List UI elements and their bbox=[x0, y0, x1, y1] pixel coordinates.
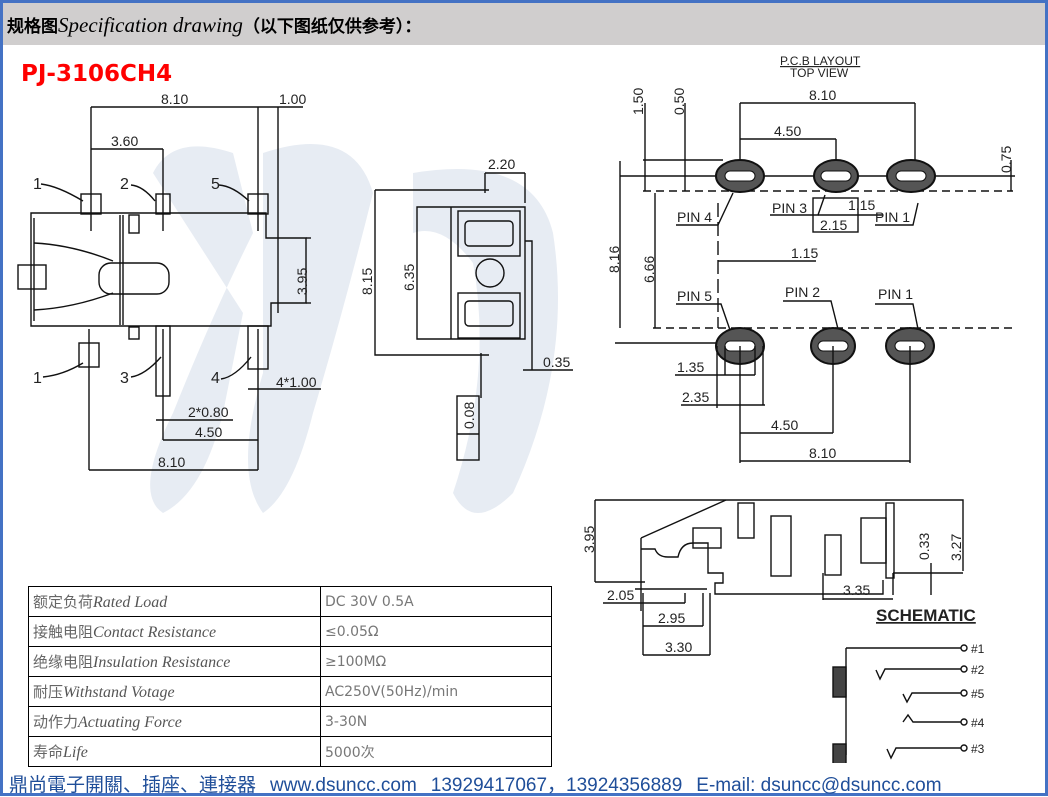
pin-label: PIN 5 bbox=[677, 288, 712, 304]
dim-label: 6.66 bbox=[641, 256, 657, 283]
pin-label: 5 bbox=[211, 176, 220, 193]
pin-label: PIN 3 bbox=[772, 200, 807, 216]
dim-label: 4.50 bbox=[771, 417, 798, 433]
dim-label: 6.35 bbox=[401, 264, 417, 291]
dim-label: 0.35 bbox=[543, 354, 570, 370]
dim-label: 3.30 bbox=[665, 639, 692, 655]
front-view-dim-labels: 2.20 8.15 6.35 0.35 0.08 bbox=[359, 156, 570, 429]
footer-email-link[interactable]: E-mail: dsuncc@dsuncc.com bbox=[696, 775, 942, 796]
watermark-logo bbox=[150, 144, 558, 514]
dim-label: 1.50 bbox=[630, 88, 646, 115]
schematic-pin-label: #3 bbox=[971, 742, 985, 756]
dim-label: 4*1.00 bbox=[276, 374, 317, 390]
pin-label: 1 bbox=[33, 370, 42, 387]
front-view bbox=[374, 172, 573, 461]
dim-label: 2.15 bbox=[820, 217, 847, 233]
pin-label: 4 bbox=[211, 370, 220, 387]
dim-label: 8.16 bbox=[606, 246, 622, 273]
dim-label: 3.95 bbox=[294, 268, 310, 295]
schematic bbox=[832, 644, 968, 763]
header-title-en: Specification drawing bbox=[58, 13, 243, 37]
spec-key: 寿命Life bbox=[28, 736, 321, 767]
spec-key: 额定负荷Rated Load bbox=[28, 586, 321, 617]
spec-value: 3-30N bbox=[320, 706, 552, 737]
table-row: 绝缘电阻Insulation Resistance ≥100MΩ bbox=[28, 646, 552, 677]
spec-key: 动作力Actuating Force bbox=[28, 706, 321, 737]
dim-label: 3.35 bbox=[843, 582, 870, 598]
pcb-pads bbox=[715, 159, 936, 365]
dim-label: 2.35 bbox=[682, 389, 709, 405]
dim-label: 8.10 bbox=[158, 454, 185, 470]
table-row: 寿命Life 5000次 bbox=[28, 736, 552, 767]
dim-label: 8.10 bbox=[161, 91, 188, 107]
footer-website-link[interactable]: www.dsuncc.com bbox=[270, 775, 417, 796]
dim-label: 8.10 bbox=[809, 87, 836, 103]
technical-drawing: 8.10 1.00 3.60 3.95 2*0.80 4*1.00 4.50 8… bbox=[17, 54, 1015, 763]
dim-label: 1.15 bbox=[791, 245, 818, 261]
pin-label: PIN 1 bbox=[878, 286, 913, 302]
schematic-pin-label: #5 bbox=[971, 687, 985, 701]
header-bar: 规格图Specification drawing（以下图纸仅供参考）： bbox=[3, 3, 1045, 45]
dim-label: 1.15 bbox=[848, 197, 875, 213]
spec-value: ≥100MΩ bbox=[320, 646, 552, 677]
dim-label: 3.27 bbox=[948, 534, 964, 561]
header-title-cn: 规格图 bbox=[7, 17, 58, 37]
bottom-view bbox=[594, 499, 964, 656]
side-view-dim-labels: 8.10 1.00 3.60 3.95 2*0.80 4*1.00 4.50 8… bbox=[33, 91, 317, 470]
pcb-layout bbox=[615, 102, 1015, 463]
footer-phones: 13929417067，13924356889 bbox=[430, 775, 683, 796]
table-row: 额定负荷Rated Load DC 30V 0.5A bbox=[28, 586, 552, 617]
pcb-layout-subtitle: TOP VIEW bbox=[790, 66, 849, 80]
dim-label: 1.00 bbox=[279, 91, 306, 107]
spec-value: DC 30V 0.5A bbox=[320, 586, 552, 617]
pin-label: PIN 1 bbox=[875, 209, 910, 225]
footer-company: 鼎尚電子開關、插座、連接器 bbox=[9, 775, 257, 796]
pin-label: 2 bbox=[120, 176, 129, 193]
spec-key: 绝缘电阻Insulation Resistance bbox=[28, 646, 321, 677]
pcb-layout-title: P.C.B LAYOUT bbox=[780, 54, 861, 68]
schematic-title: SCHEMATIC bbox=[876, 606, 976, 625]
pcb-layout-labels: P.C.B LAYOUT TOP VIEW 1.50 0.50 8.10 4.5… bbox=[606, 54, 1014, 461]
dim-label: 2.20 bbox=[488, 156, 515, 172]
table-row: 接触电阻Contact Resistance ≤0.05Ω bbox=[28, 616, 552, 647]
side-view bbox=[17, 106, 321, 471]
dim-label: 0.33 bbox=[916, 533, 932, 560]
dim-label: 8.15 bbox=[359, 268, 375, 295]
spec-value: 5000次 bbox=[320, 736, 552, 767]
dim-label: 3.60 bbox=[111, 133, 138, 149]
spec-key: 耐压Withstand Votage bbox=[28, 676, 321, 707]
dim-label: 1.35 bbox=[677, 359, 704, 375]
bottom-view-labels: 3.95 2.05 2.95 3.30 3.35 0.33 3.27 bbox=[581, 526, 964, 655]
table-row: 耐压Withstand Votage AC250V(50Hz)/min bbox=[28, 676, 552, 707]
dim-label: 4.50 bbox=[195, 424, 222, 440]
dim-label: 2*0.80 bbox=[188, 404, 229, 420]
spec-key: 接触电阻Contact Resistance bbox=[28, 616, 321, 647]
spec-table: 额定负荷Rated Load DC 30V 0.5A 接触电阻Contact R… bbox=[28, 586, 552, 767]
dim-label: 4.50 bbox=[774, 123, 801, 139]
dim-label: 2.05 bbox=[607, 587, 634, 603]
pin-label: 3 bbox=[120, 370, 129, 387]
dim-label: 0.08 bbox=[461, 402, 477, 429]
dim-label: 3.95 bbox=[581, 526, 597, 553]
spec-value: ≤0.05Ω bbox=[320, 616, 552, 647]
pin-label: PIN 4 bbox=[677, 209, 712, 225]
dim-label: 2.95 bbox=[658, 610, 685, 626]
pin-label: PIN 2 bbox=[785, 284, 820, 300]
spec-value: AC250V(50Hz)/min bbox=[320, 676, 552, 707]
footer-contact: 鼎尚電子開關、插座、連接器 www.dsuncc.com 13929417067，1… bbox=[9, 770, 956, 797]
pin-label: 1 bbox=[33, 176, 42, 193]
dim-label: 8.10 bbox=[809, 445, 836, 461]
header-title-note: （以下图纸仅供参考）： bbox=[242, 17, 422, 37]
schematic-pin-label: #1 bbox=[971, 642, 985, 656]
schematic-pin-label: #2 bbox=[971, 663, 985, 677]
header-title: 规格图Specification drawing（以下图纸仅供参考）： bbox=[7, 12, 421, 38]
schematic-labels: SCHEMATIC #1 #2 #5 #4 #3 bbox=[876, 606, 985, 756]
model-number: PJ-3106CH4 bbox=[21, 61, 173, 87]
table-row: 动作力Actuating Force 3-30N bbox=[28, 706, 552, 737]
schematic-pin-label: #4 bbox=[971, 716, 985, 730]
dim-label: 0.50 bbox=[671, 88, 687, 115]
dim-label: 0.75 bbox=[998, 146, 1014, 173]
